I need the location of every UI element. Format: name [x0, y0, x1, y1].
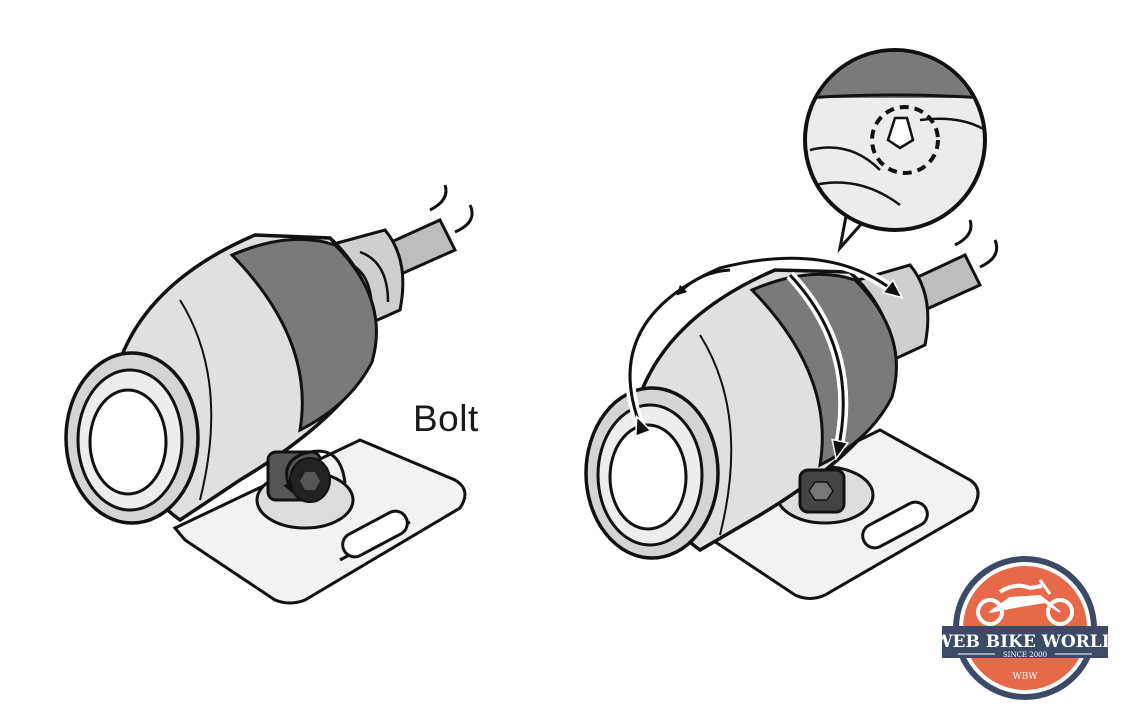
- watermark-brand: WEB BIKE WORLD: [932, 632, 1116, 652]
- watermark-initials: WBW: [1012, 672, 1038, 682]
- bracket-slot-left: [341, 509, 409, 559]
- lens-glass-right: [608, 423, 688, 531]
- bolt-right: [798, 468, 846, 514]
- motorcycle-icon: [976, 579, 1074, 626]
- bracket-slot-right: [861, 500, 929, 550]
- highlight-marker: [870, 105, 940, 175]
- bolt-label: Bolt: [413, 398, 479, 439]
- dark-band-left: [229, 237, 378, 433]
- lens-glass-left: [88, 388, 168, 496]
- zoom-callout: [803, 48, 987, 254]
- watermark-since: SINCE 2000: [1003, 651, 1047, 659]
- watermark-logo: WEB BIKE WORLD SINCE 2000 WBW: [932, 556, 1117, 700]
- bolt-left: [266, 449, 347, 503]
- rotate-arrow-left: [283, 449, 347, 493]
- rotate-arrow-small: [676, 268, 731, 296]
- camera-left: [64, 184, 474, 605]
- camera-right: [584, 219, 999, 600]
